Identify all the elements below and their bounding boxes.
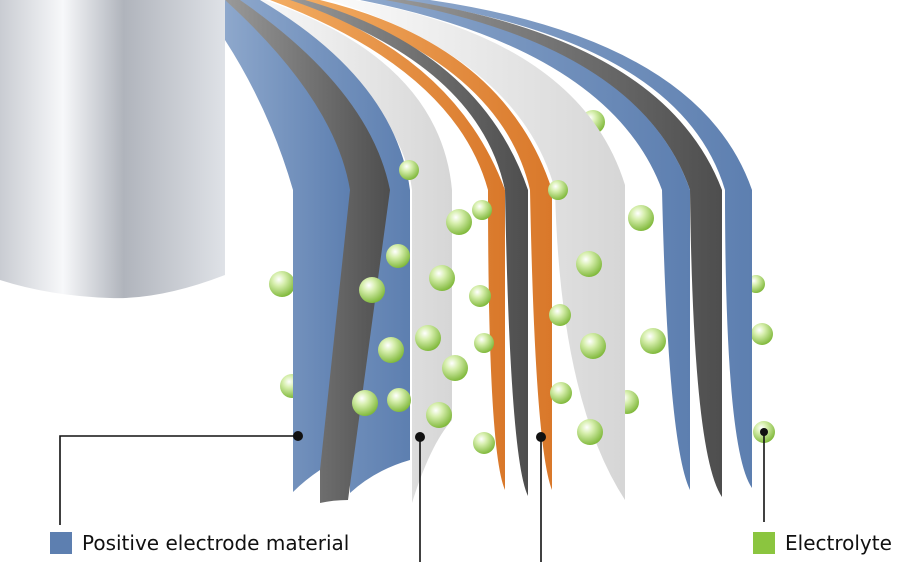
electrolyte-ball-icon — [577, 419, 603, 445]
electrolyte-ball-icon — [352, 390, 378, 416]
electrolyte-ball-icon — [474, 333, 494, 353]
electrolyte-ball-icon — [429, 265, 455, 291]
electrolyte-ball-icon — [378, 337, 404, 363]
electrolyte-ball-icon — [751, 323, 773, 345]
legend-electrolyte: Electrolyte — [753, 531, 892, 555]
electrolyte-ball-icon — [628, 205, 654, 231]
electrolyte-ball-icon — [580, 333, 606, 359]
separator-layer-left — [245, 0, 452, 503]
legend-swatch-positive — [50, 532, 72, 554]
electrolyte-ball-icon — [549, 304, 571, 326]
electrolyte-ball-icon — [415, 325, 441, 351]
separator-layer-right — [330, 0, 625, 500]
electrolyte-ball-icon — [359, 277, 385, 303]
electrolyte-ball-icon — [576, 251, 602, 277]
cell-layers — [225, 0, 752, 503]
electrolyte-ball-icon — [469, 285, 491, 307]
electrolyte-ball-icon — [399, 160, 419, 180]
callout-dots — [293, 428, 768, 442]
legend-label-positive: Positive electrode material — [82, 531, 350, 555]
electrolyte-ball-icon — [548, 180, 568, 200]
legend-swatch-electrolyte — [753, 532, 775, 554]
positive-electrode-layer-front — [225, 0, 350, 492]
collector-layer-inner — [225, 0, 390, 503]
electrolyte-ball-icon — [442, 355, 468, 381]
positive-electrode-callout-dot — [293, 431, 303, 441]
electrolyte-ball-icon — [446, 209, 472, 235]
electrolyte-particles-front — [352, 160, 775, 454]
electrolyte-callout-dot — [760, 428, 768, 436]
electrolyte-ball-icon — [640, 328, 666, 354]
electrolyte-ball-icon — [269, 271, 295, 297]
negative-electrode-callout-dot — [536, 432, 546, 442]
separator-callout-dot — [415, 432, 425, 442]
legend-positive-electrode: Positive electrode material — [50, 531, 349, 555]
electrolyte-ball-icon — [426, 402, 452, 428]
metal-cylinder-core-icon — [0, 0, 225, 299]
electrolyte-ball-icon — [386, 244, 410, 268]
callout-lines — [59, 432, 765, 562]
electrolyte-ball-icon — [387, 388, 411, 412]
electrolyte-ball-icon — [550, 382, 572, 404]
positive-electrode-leader-line — [59, 435, 298, 525]
electrolyte-ball-icon — [473, 432, 495, 454]
electrolyte-ball-icon — [472, 200, 492, 220]
legend-label-electrolyte: Electrolyte — [785, 531, 892, 555]
